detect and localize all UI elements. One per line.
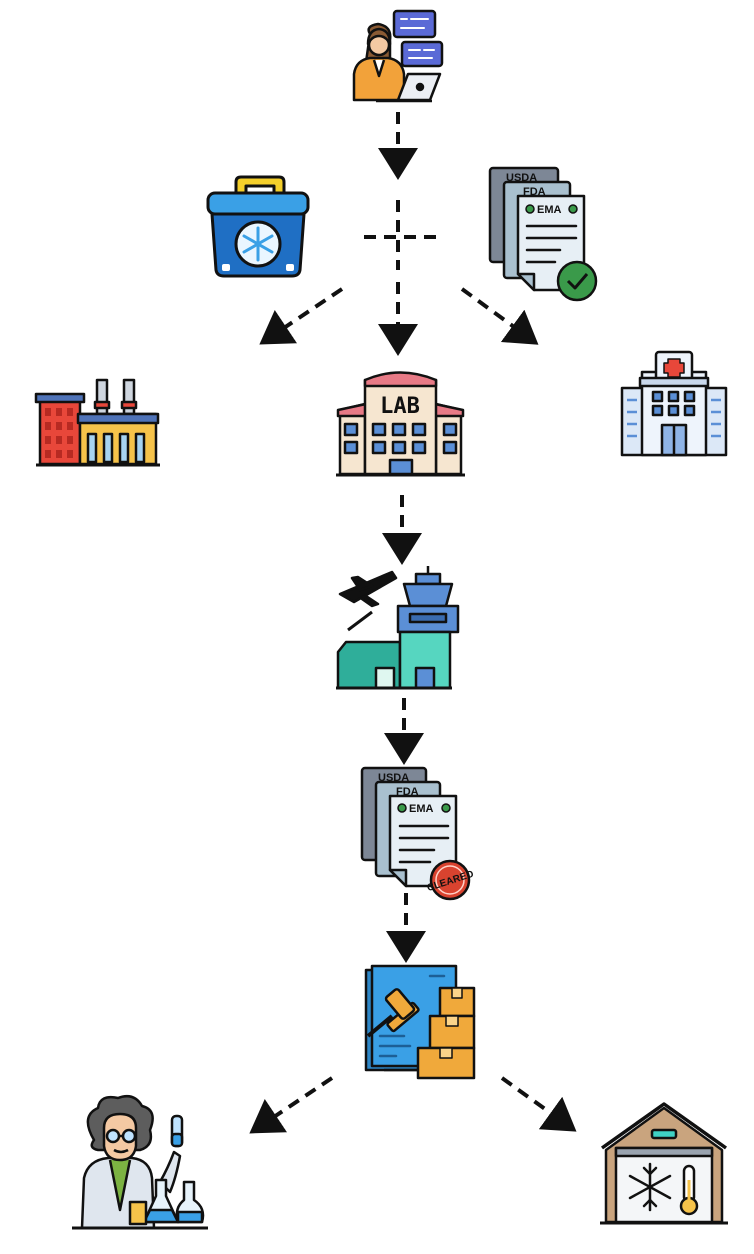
lab-sign-label: LAB	[380, 394, 420, 419]
hospital-icon	[620, 350, 728, 457]
cooler-box-icon	[206, 175, 310, 278]
doc-label-fda: FDA	[523, 186, 546, 198]
arrow-junction-to-hospital	[460, 287, 539, 345]
customs-auction-icon	[364, 964, 476, 1080]
regulatory-documents-approved-icon: USDA FDA EMA	[488, 166, 598, 302]
doc-label-ema: EMA	[537, 204, 562, 216]
researcher-laptop-icon	[352, 9, 444, 103]
regulatory-documents-cleared-icon: USDA FDA EMA CLEARED	[360, 766, 475, 901]
airport-icon	[336, 566, 460, 690]
doc-label-ema-cleared: EMA	[409, 803, 434, 815]
doc-label-usda: USDA	[506, 172, 537, 184]
doc-label-usda-cleared: USDA	[378, 772, 409, 784]
factory-icon	[34, 378, 160, 467]
lab-building-icon: LAB	[336, 371, 465, 477]
arrow-customs-to-cold-storage	[500, 1076, 577, 1132]
arrows	[249, 112, 577, 1134]
scientist-icon	[72, 1095, 208, 1230]
cold-storage-warehouse-icon	[600, 1102, 728, 1225]
arrow-junction-to-factory	[259, 287, 344, 345]
arrow-customs-to-scientist	[249, 1076, 334, 1134]
doc-label-fda-cleared: FDA	[396, 786, 419, 798]
